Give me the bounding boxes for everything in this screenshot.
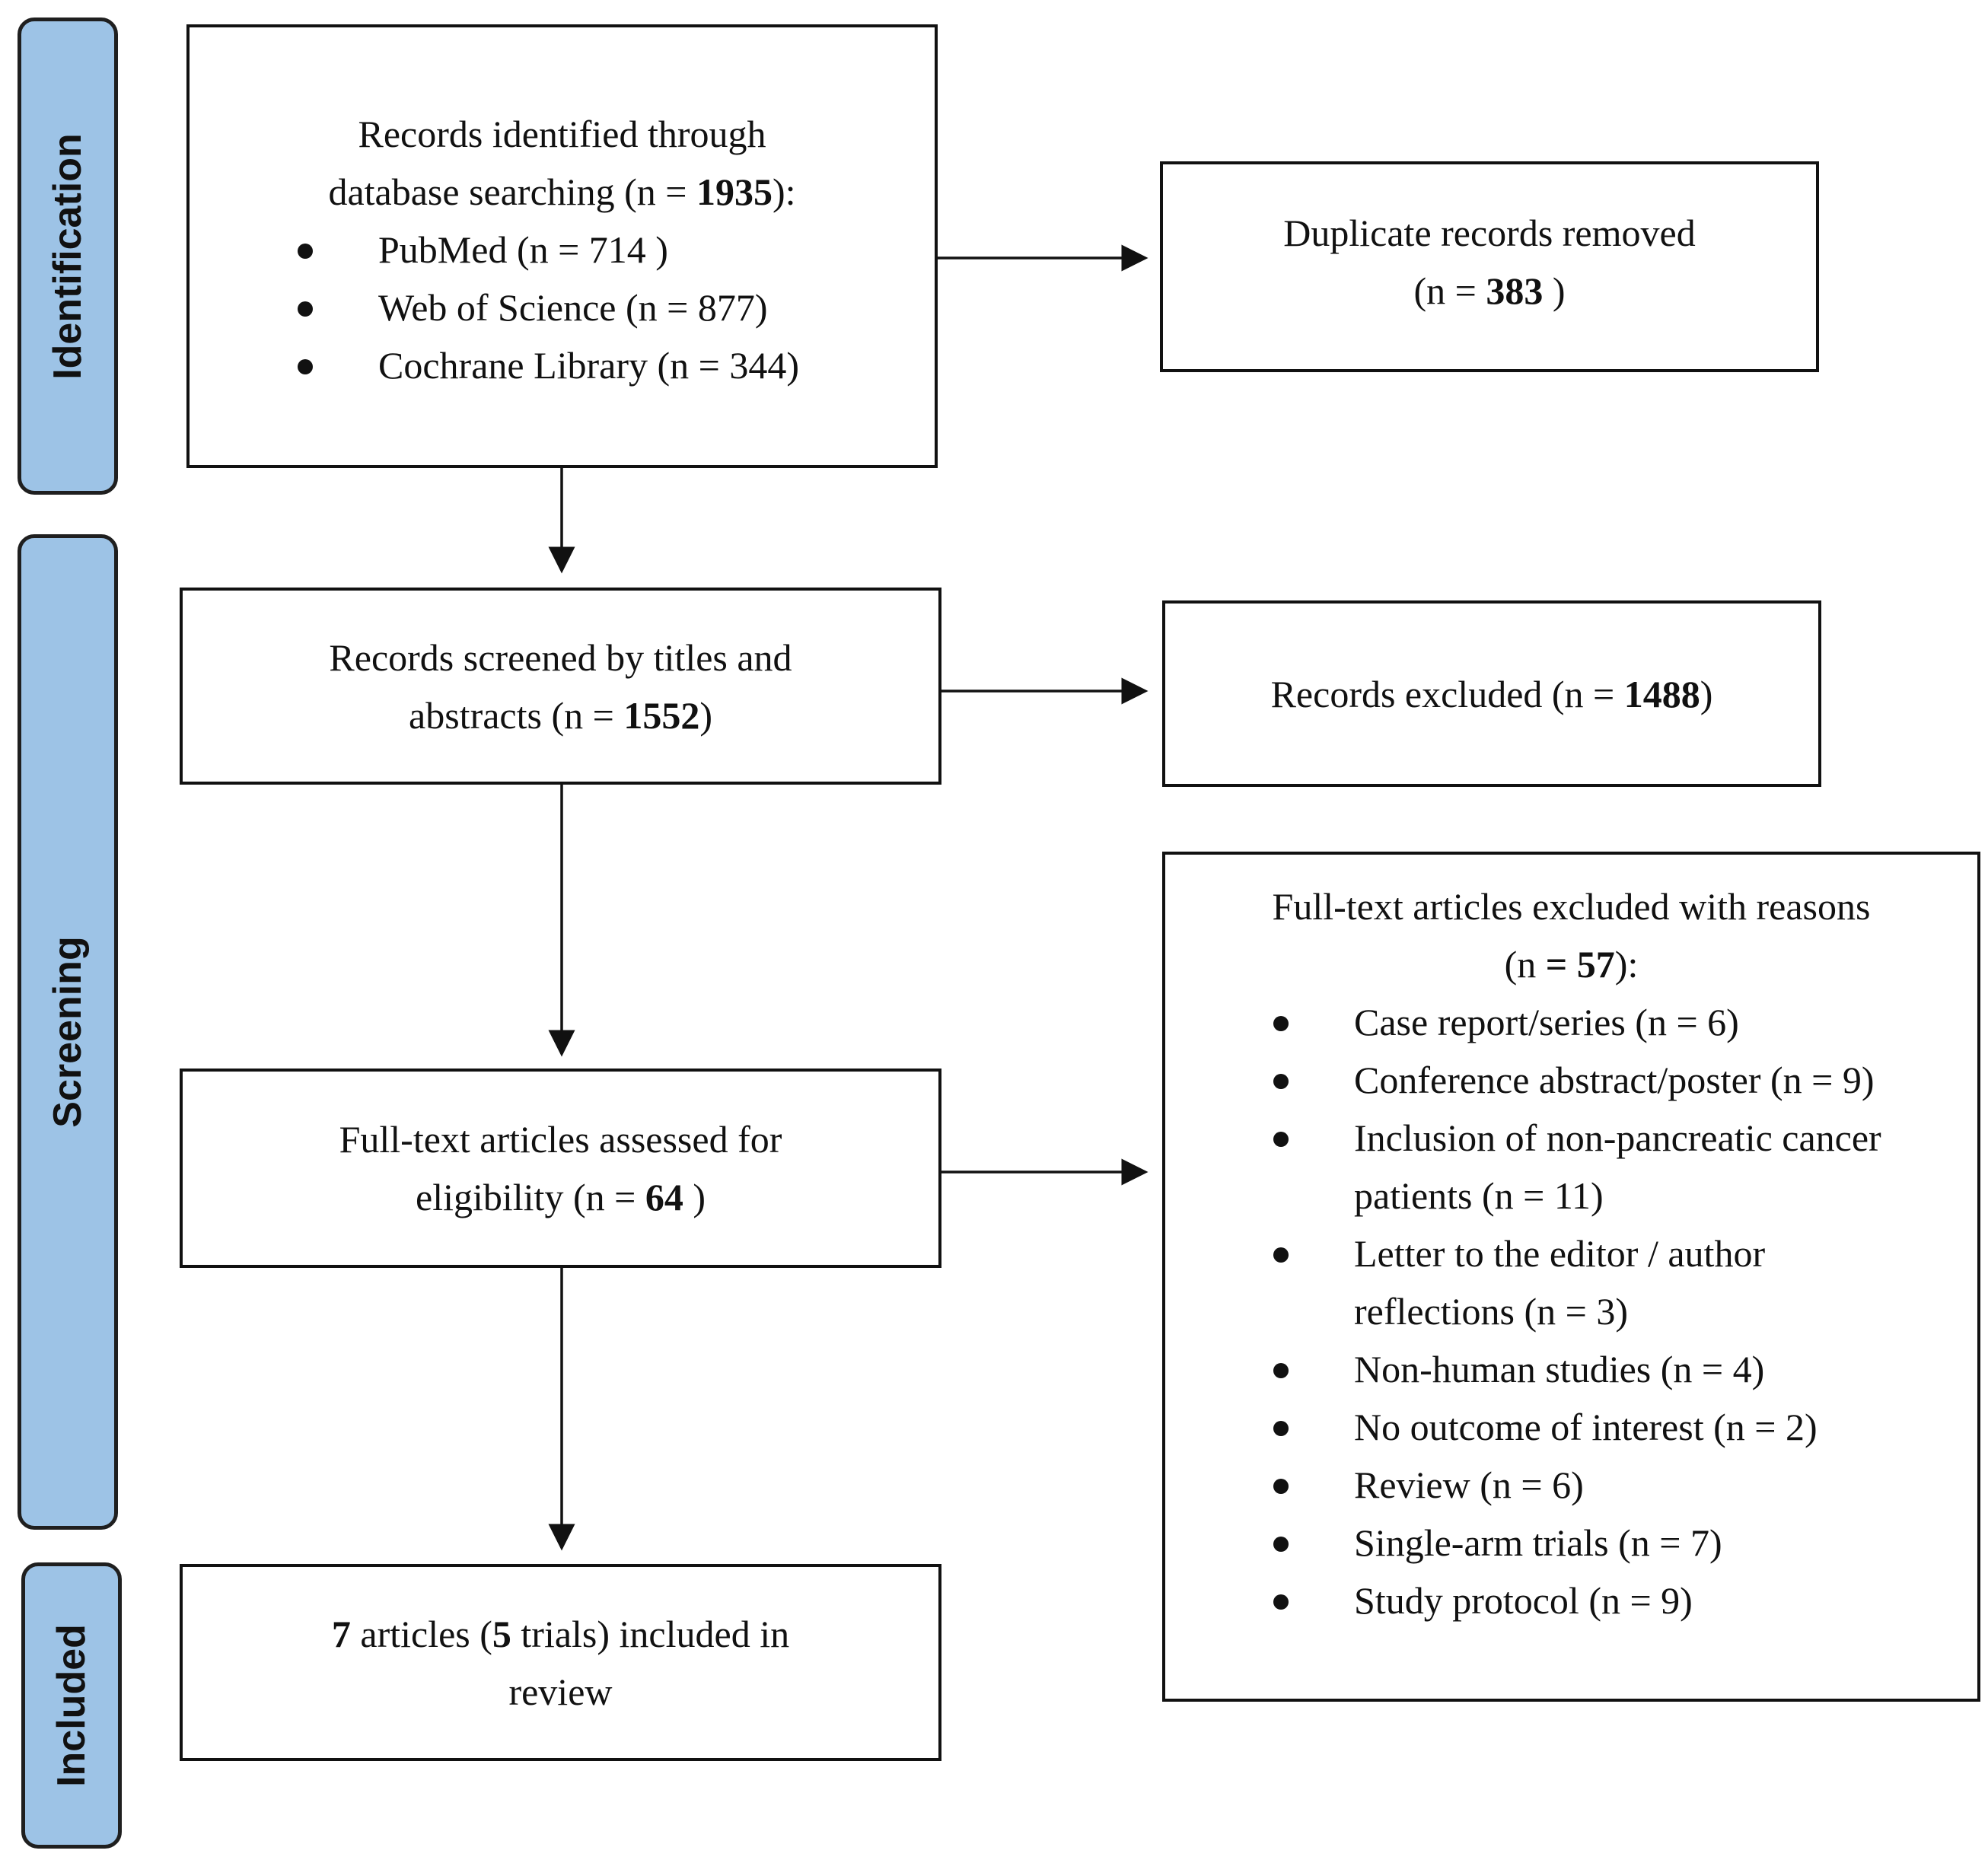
duplicates-count: 383 [1486,269,1544,312]
phase-identification: Identification [18,18,118,495]
list-item: Cochrane Library (n = 344) [190,336,935,394]
fulltext-excluded-line2: (n = 57): [1504,943,1639,986]
included-trials-count: 5 [492,1612,511,1655]
exclusion-reasons-list: Case report/series (n = 6) Conference ab… [1165,993,1977,1629]
records-identified-line1: Records identified through [358,112,766,155]
fulltext-assessed-box: Full-text articles assessed for eligibil… [180,1069,941,1268]
records-identified-count: 1935 [696,170,773,213]
list-item: Letter to the editor / author reflection… [1165,1225,1932,1340]
records-excluded-box: Records excluded (n = 1488) [1162,600,1821,787]
fulltext-excluded-count: = 57 [1545,943,1615,986]
fulltext-excluded-box: Full-text articles excluded with reasons… [1162,852,1980,1702]
records-identified-box: Records identified through database sear… [186,24,938,468]
fulltext-line1: Full-text articles assessed for [339,1118,782,1161]
list-item: Review (n = 6) [1165,1456,1932,1514]
included-box: 7 articles (5 trials) included in review [180,1564,941,1761]
fulltext-excluded-line1: Full-text articles excluded with reasons [1272,885,1871,928]
records-excluded-count: 1488 [1623,672,1700,715]
database-list: PubMed (n = 714 ) Web of Science (n = 87… [190,221,935,394]
duplicates-line1: Duplicate records removed [1283,211,1696,254]
screened-line1: Records screened by titles and [329,635,792,679]
screened-count: 1552 [623,693,700,737]
fulltext-count: 64 [645,1176,683,1218]
list-item: Inclusion of non-pancreatic cancer patie… [1165,1109,1932,1225]
records-excluded-text: Records excluded (n = 1488) [1270,672,1713,715]
list-item: Web of Science (n = 877) [190,279,935,336]
list-item: Conference abstract/poster (n = 9) [1165,1051,1932,1109]
list-item: PubMed (n = 714 ) [190,221,935,279]
list-item: No outcome of interest (n = 2) [1165,1398,1932,1456]
duplicates-removed-box: Duplicate records removed (n = 383 ) [1160,161,1819,372]
included-articles-count: 7 [331,1612,351,1655]
fulltext-line2: eligibility (n = 64 ) [416,1176,706,1218]
list-item: Single-arm trials (n = 7) [1165,1514,1932,1572]
list-item: Case report/series (n = 6) [1165,993,1932,1051]
included-line1: 7 articles (5 trials) included in [331,1612,790,1655]
phase-included: Included [21,1562,122,1849]
list-item: Non-human studies (n = 4) [1165,1340,1932,1398]
included-line2: review [508,1670,613,1713]
phase-screening: Screening [18,534,118,1530]
screened-line2: abstracts (n = 1552) [409,693,712,737]
duplicates-line2: (n = 383 ) [1413,269,1566,312]
records-screened-box: Records screened by titles and abstracts… [180,588,941,785]
records-identified-line2: database searching (n = 1935): [328,170,796,213]
list-item: Study protocol (n = 9) [1165,1572,1932,1629]
